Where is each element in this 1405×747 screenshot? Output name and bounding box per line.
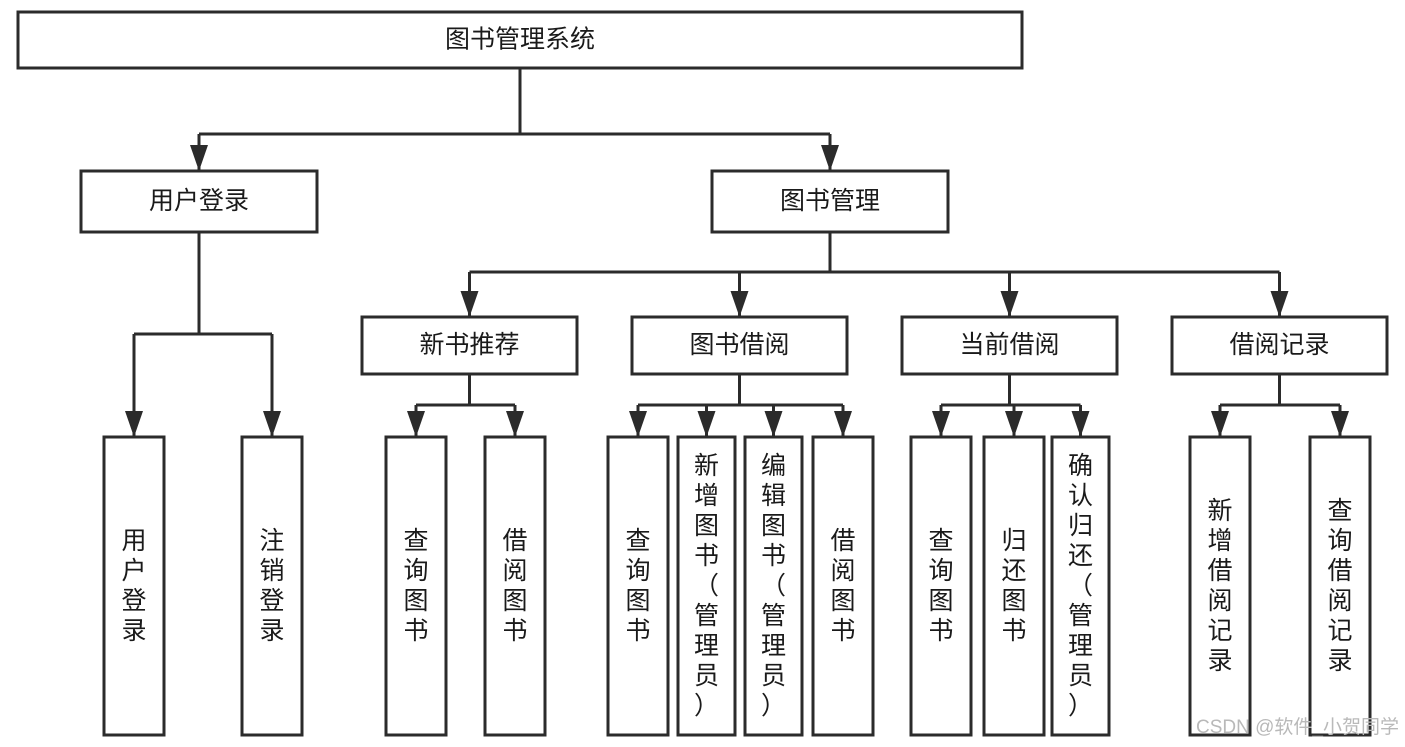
node-box-book-management: [710, 169, 950, 234]
node-box-new-book-recommend: [360, 315, 579, 376]
arrow-head-icon-leaf-edit-book: [764, 411, 783, 437]
node-box-book-borrow: [630, 315, 849, 376]
arrow-head-icon-user-login: [190, 145, 208, 171]
node-label-leaf-query-book-borrow: 查询图书: [625, 527, 650, 645]
node-new-book-recommend[interactable]: 新书推荐: [360, 315, 579, 376]
node-box-leaf-borrow-book: [811, 435, 875, 737]
node-label-new-book-recommend: 新书推荐: [419, 331, 519, 359]
csdn-watermark: CSDN @软件_小贺同学: [1196, 716, 1399, 738]
node-box-leaf-user-login: [102, 435, 166, 737]
node-label-leaf-query-record: 查询借阅记录: [1327, 497, 1352, 675]
arrow-head-icon-leaf-add-record: [1211, 411, 1229, 437]
node-label-leaf-edit-book: 编辑图书（管理员）: [761, 452, 786, 720]
node-box-leaf-query-record: [1308, 435, 1372, 737]
node-leaf-edit-book[interactable]: 编辑图书（管理员）: [743, 435, 804, 737]
arrow-head-icon-leaf-add-book: [697, 411, 716, 437]
arrow-head-icon-leaf-borrow-book-rec: [506, 411, 524, 437]
node-book-management[interactable]: 图书管理: [710, 169, 950, 234]
node-label-leaf-borrow-book-rec: 借阅图书: [502, 527, 527, 645]
arrow-head-icon-leaf-query-book-current: [932, 411, 950, 437]
node-label-current-borrow: 当前借阅: [959, 331, 1059, 359]
node-box-leaf-add-record: [1188, 435, 1252, 737]
arrow-head-icon-leaf-logout: [263, 411, 281, 437]
arrow-head-icon-leaf-borrow-book: [834, 411, 852, 437]
connector-lines-layer: [125, 68, 1349, 437]
node-leaf-borrow-book-rec[interactable]: 借阅图书: [483, 435, 547, 737]
node-label-leaf-return-book: 归还图书: [1001, 527, 1026, 645]
node-leaf-add-record[interactable]: 新增借阅记录: [1188, 435, 1252, 737]
node-label-book-borrow: 图书借阅: [689, 331, 789, 359]
node-leaf-query-book-rec[interactable]: 查询图书: [384, 435, 448, 737]
arrow-head-icon-current-borrow: [1000, 291, 1019, 317]
arrow-head-icon-leaf-user-login: [125, 411, 143, 437]
arrow-head-icon-leaf-query-record: [1331, 411, 1349, 437]
node-box-borrow-record: [1170, 315, 1389, 376]
node-box-leaf-add-book: [676, 435, 737, 737]
node-box-leaf-logout: [240, 435, 304, 737]
node-box-leaf-query-book-current: [909, 435, 973, 737]
node-label-leaf-query-book-rec: 查询图书: [403, 527, 428, 645]
node-label-borrow-record: 借阅记录: [1229, 331, 1329, 359]
node-label-leaf-confirm-return: 确认归还（管理员）: [1068, 452, 1093, 720]
node-boxes-layer: 图书管理系统用户登录图书管理新书推荐图书借阅当前借阅借阅记录用户登录注销登录查询…: [16, 10, 1389, 737]
node-label-user-login: 用户登录: [149, 187, 249, 215]
arrow-head-icon-leaf-query-book-rec: [407, 411, 425, 437]
node-label-book-management: 图书管理: [780, 187, 880, 215]
node-label-leaf-query-book-current: 查询图书: [928, 527, 953, 645]
arrow-head-icon-book-management: [821, 145, 839, 171]
arrow-head-icon-leaf-return-book: [1005, 411, 1023, 437]
node-box-leaf-borrow-book-rec: [483, 435, 547, 737]
node-label-root: 图书管理系统: [445, 26, 595, 54]
node-leaf-query-record[interactable]: 查询借阅记录: [1308, 435, 1372, 737]
node-box-leaf-confirm-return: [1050, 435, 1111, 737]
node-box-leaf-edit-book: [743, 435, 804, 737]
arrow-head-icon-leaf-confirm-return: [1071, 411, 1090, 437]
node-leaf-confirm-return[interactable]: 确认归还（管理员）: [1050, 435, 1111, 737]
node-label-leaf-user-login: 用户登录: [121, 527, 146, 645]
node-leaf-return-book[interactable]: 归还图书: [982, 435, 1046, 737]
node-leaf-logout[interactable]: 注销登录: [240, 435, 304, 737]
node-root[interactable]: 图书管理系统: [16, 10, 1024, 70]
node-leaf-query-book-current[interactable]: 查询图书: [909, 435, 973, 737]
node-leaf-user-login[interactable]: 用户登录: [102, 435, 166, 737]
node-label-leaf-logout: 注销登录: [259, 527, 284, 645]
arrow-head-icon-new-book-recommend: [460, 291, 479, 317]
node-book-borrow[interactable]: 图书借阅: [630, 315, 849, 376]
node-leaf-add-book[interactable]: 新增图书（管理员）: [676, 435, 737, 737]
node-label-leaf-add-record: 新增借阅记录: [1207, 497, 1232, 675]
node-box-user-login: [79, 169, 319, 234]
node-current-borrow[interactable]: 当前借阅: [900, 315, 1119, 376]
node-label-leaf-borrow-book: 借阅图书: [830, 527, 855, 645]
arrow-head-icon-book-borrow: [730, 291, 749, 317]
node-box-current-borrow: [900, 315, 1119, 376]
node-leaf-query-book-borrow[interactable]: 查询图书: [606, 435, 670, 737]
arrow-head-icon-leaf-query-book-borrow: [629, 411, 647, 437]
node-box-leaf-return-book: [982, 435, 1046, 737]
node-box-root: [16, 10, 1024, 70]
node-box-leaf-query-book-rec: [384, 435, 448, 737]
node-box-leaf-query-book-borrow: [606, 435, 670, 737]
node-user-login[interactable]: 用户登录: [79, 169, 319, 234]
node-borrow-record[interactable]: 借阅记录: [1170, 315, 1389, 376]
node-label-leaf-add-book: 新增图书（管理员）: [694, 452, 719, 720]
arrow-head-icon-borrow-record: [1270, 291, 1289, 317]
node-leaf-borrow-book[interactable]: 借阅图书: [811, 435, 875, 737]
